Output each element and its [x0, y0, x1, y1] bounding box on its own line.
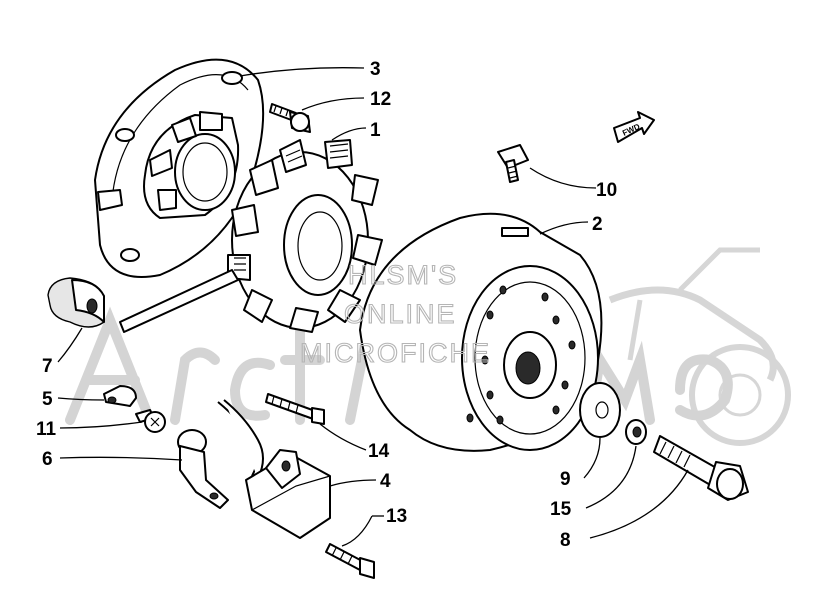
part-13-screw: [325, 543, 375, 579]
callout-5: 5: [42, 389, 53, 410]
part-1-stator: [119, 139, 383, 333]
part-4-pulser-coil: [217, 399, 331, 539]
callout-12: 12: [370, 89, 391, 110]
part-12-screw: [269, 103, 311, 133]
callout-1: 1: [370, 120, 381, 141]
part-7-grommet: [47, 277, 105, 328]
callout-4: 4: [380, 471, 391, 492]
part-9-washer: [579, 382, 621, 438]
leader-lines: [57, 67, 689, 547]
part-6-bracket: [177, 429, 229, 509]
flywheel-holes: [466, 285, 576, 425]
part-2-flywheel: [359, 212, 603, 452]
svg-text:MICROFICHE: MICROFICHE: [300, 338, 491, 368]
callout-11: 11: [36, 419, 57, 440]
svg-text:HLSM'S: HLSM'S: [348, 260, 458, 290]
motorcycle-watermark-icon: [608, 247, 791, 446]
callout-10: 10: [596, 180, 617, 201]
callout-9: 9: [560, 469, 571, 490]
callout-14: 14: [368, 441, 390, 462]
part-14-screw: [265, 393, 325, 425]
callouts: 3 12 1 10 2 7 5 11 6 14 4 13 9 15 8: [36, 59, 617, 551]
part-10-bolt: [497, 144, 529, 183]
fwd-arrow-icon: FWD: [613, 111, 655, 143]
svg-text:ONLINE: ONLINE: [344, 299, 457, 329]
part-5-clamp: [103, 385, 137, 407]
callout-2: 2: [592, 214, 603, 235]
part-8-bolt: [653, 435, 749, 501]
part-15-lockwasher: [625, 419, 647, 445]
part-3-backplate: [94, 58, 265, 278]
callout-13: 13: [386, 506, 407, 527]
callout-3: 3: [370, 59, 381, 80]
callout-8: 8: [560, 530, 571, 551]
hlsm-watermark: HLSM'S ONLINE MICROFICHE: [299, 259, 491, 368]
part-11-screw: [135, 409, 166, 433]
callout-6: 6: [42, 449, 53, 470]
callout-7: 7: [42, 356, 53, 377]
callout-15: 15: [550, 499, 572, 520]
